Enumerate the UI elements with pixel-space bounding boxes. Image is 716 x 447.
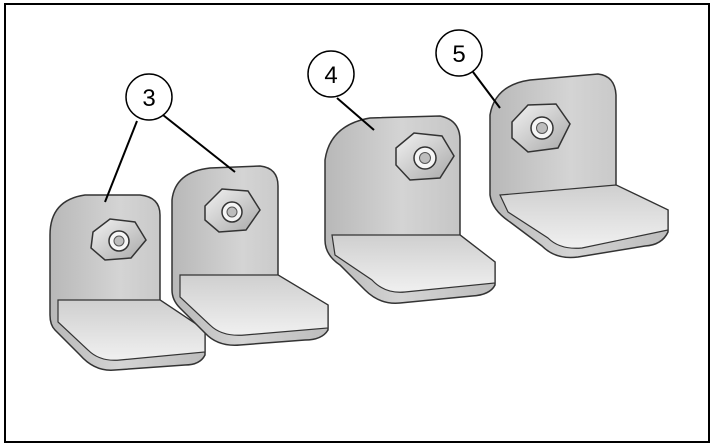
bracket-4 [489, 73, 669, 259]
bracket-1 [49, 194, 206, 371]
callout-3-label: 3 [142, 85, 155, 112]
hex-nut-3 [395, 132, 455, 181]
callout-3: 3 [125, 73, 173, 121]
callout-5: 5 [435, 29, 483, 77]
bracket-2 [171, 165, 329, 346]
hex-nut-4 [511, 103, 571, 153]
hex-nut-1 [90, 218, 147, 261]
callout-5-label: 5 [452, 41, 465, 68]
leader-lines [104, 71, 501, 203]
bracket-3 [324, 115, 496, 304]
hex-nut-2 [204, 188, 261, 233]
callout-4: 4 [307, 50, 355, 98]
callout-4-label: 4 [324, 62, 337, 89]
